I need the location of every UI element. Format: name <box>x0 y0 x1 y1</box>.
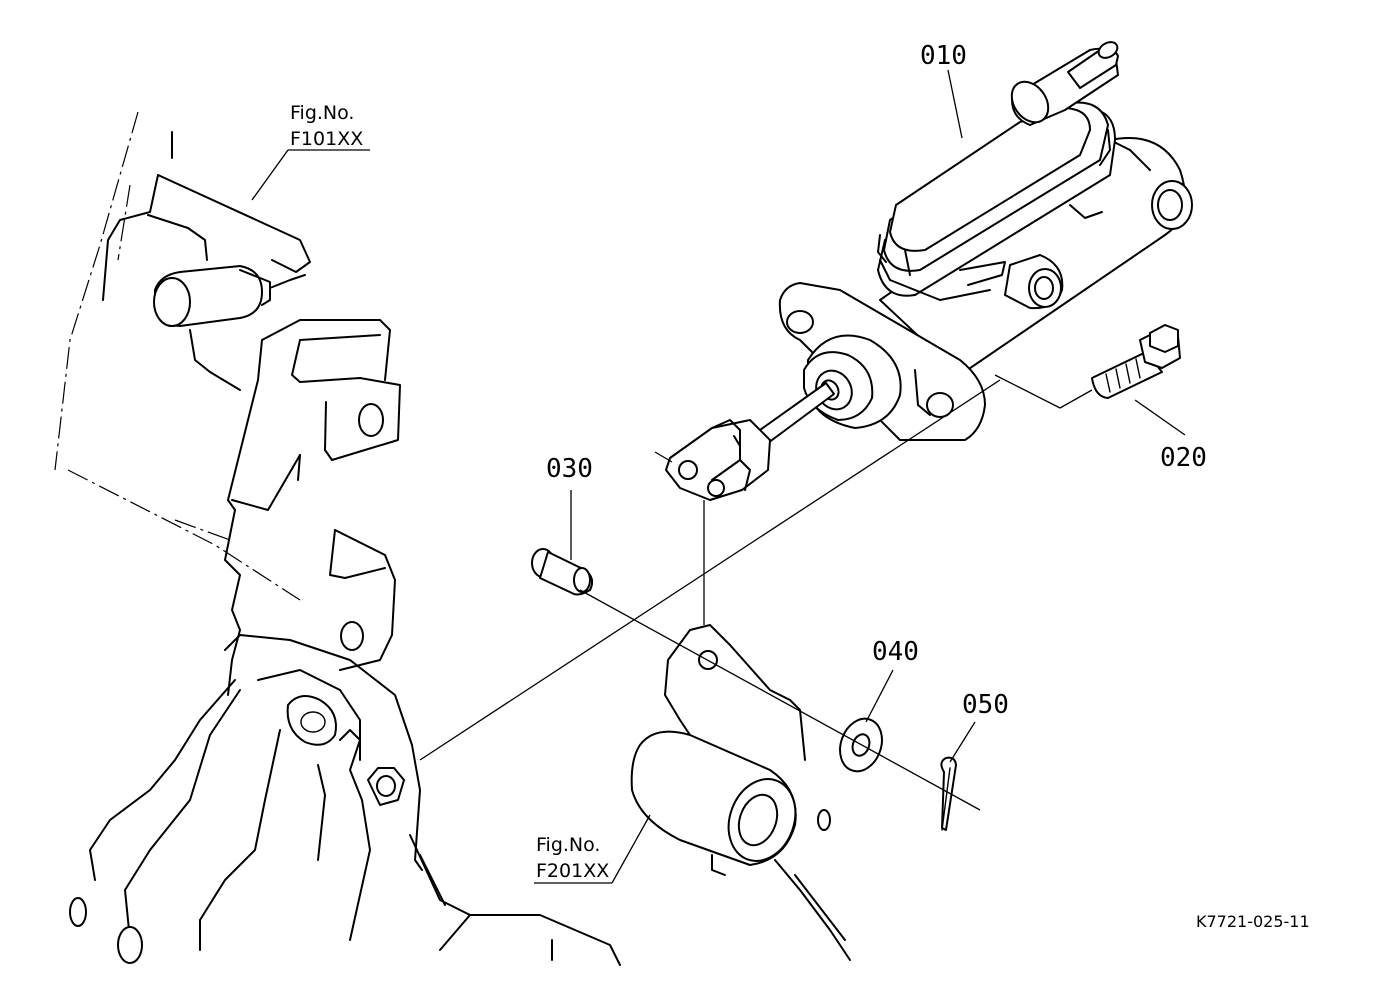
callout-020: 020 <box>1160 443 1207 473</box>
callout-leaders <box>251 69 1186 884</box>
assembly-centerlines <box>419 374 1093 811</box>
callout-010: 010 <box>920 41 967 71</box>
callout-050: 050 <box>962 690 1009 720</box>
callout-030: 030 <box>546 454 593 484</box>
master-cylinder-010 <box>665 41 1193 501</box>
bolt-020 <box>1091 324 1181 399</box>
fig-ref-1-title: Fig.No. <box>290 102 354 124</box>
split-pin-050 <box>940 756 957 831</box>
callout-040: 040 <box>872 637 919 667</box>
fig-ref-1-number: F101XX <box>290 128 363 150</box>
clevis-pin-030 <box>531 548 594 596</box>
fig-ref-2-number: F201XX <box>536 860 609 882</box>
fig-ref-2-title: Fig.No. <box>536 834 600 856</box>
drawing-code: K7721-025-11 <box>1196 912 1310 931</box>
pedal-frame-bracket <box>54 111 851 966</box>
